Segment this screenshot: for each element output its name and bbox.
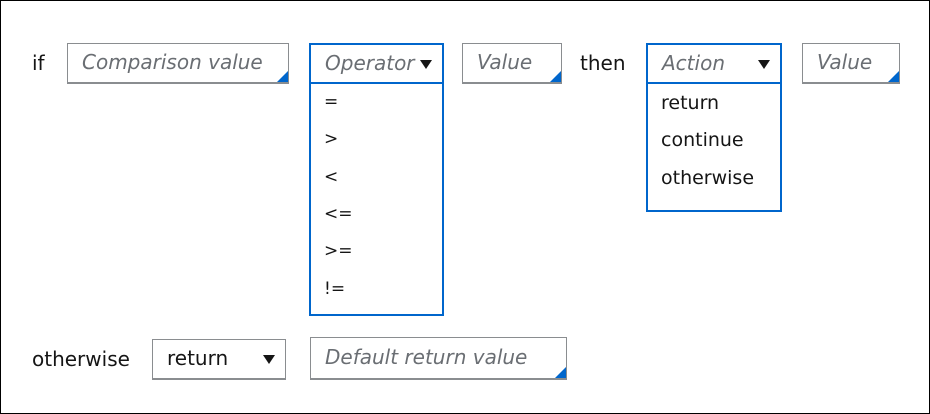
if-label: if bbox=[32, 51, 45, 75]
chevron-down-icon bbox=[263, 355, 275, 364]
default-return-value-placeholder: Default return value bbox=[325, 345, 528, 369]
comparison-value-placeholder: Comparison value bbox=[82, 50, 263, 74]
operator-option-not-equal[interactable]: != bbox=[324, 279, 346, 299]
operator-option-less-than[interactable]: < bbox=[324, 167, 339, 187]
compare-value-placeholder: Value bbox=[477, 50, 533, 74]
action-value-input[interactable]: Value bbox=[802, 43, 900, 84]
resize-corner-icon bbox=[277, 71, 288, 82]
then-label: then bbox=[580, 51, 626, 75]
otherwise-action-select[interactable]: return bbox=[152, 339, 286, 380]
action-placeholder: Action bbox=[662, 51, 725, 75]
resize-corner-icon bbox=[888, 71, 899, 82]
operator-select[interactable]: Operator bbox=[309, 43, 444, 84]
operator-option-less-or-equal[interactable]: <= bbox=[324, 204, 353, 224]
chevron-down-icon bbox=[758, 59, 770, 69]
default-return-value-input[interactable]: Default return value bbox=[310, 337, 567, 380]
otherwise-action-value: return bbox=[167, 346, 229, 370]
compare-value-input[interactable]: Value bbox=[462, 43, 562, 84]
resize-corner-icon bbox=[555, 367, 566, 378]
action-option-otherwise[interactable]: otherwise bbox=[661, 167, 755, 189]
comparison-value-input[interactable]: Comparison value bbox=[67, 43, 289, 84]
action-option-return[interactable]: return bbox=[661, 92, 720, 114]
action-select[interactable]: Action bbox=[646, 43, 782, 84]
action-value-placeholder: Value bbox=[817, 50, 873, 74]
operator-dropdown-menu: = > < <= >= != bbox=[309, 84, 444, 316]
action-dropdown-menu: return continue otherwise bbox=[646, 84, 782, 212]
operator-placeholder: Operator bbox=[325, 51, 415, 75]
operator-option-equals[interactable]: = bbox=[324, 92, 339, 112]
otherwise-label: otherwise bbox=[32, 347, 130, 371]
operator-option-greater-than[interactable]: > bbox=[324, 129, 339, 149]
operator-option-greater-or-equal[interactable]: >= bbox=[324, 241, 353, 261]
action-option-continue[interactable]: continue bbox=[661, 129, 744, 151]
chevron-down-icon bbox=[420, 59, 432, 69]
resize-corner-icon bbox=[550, 71, 561, 82]
